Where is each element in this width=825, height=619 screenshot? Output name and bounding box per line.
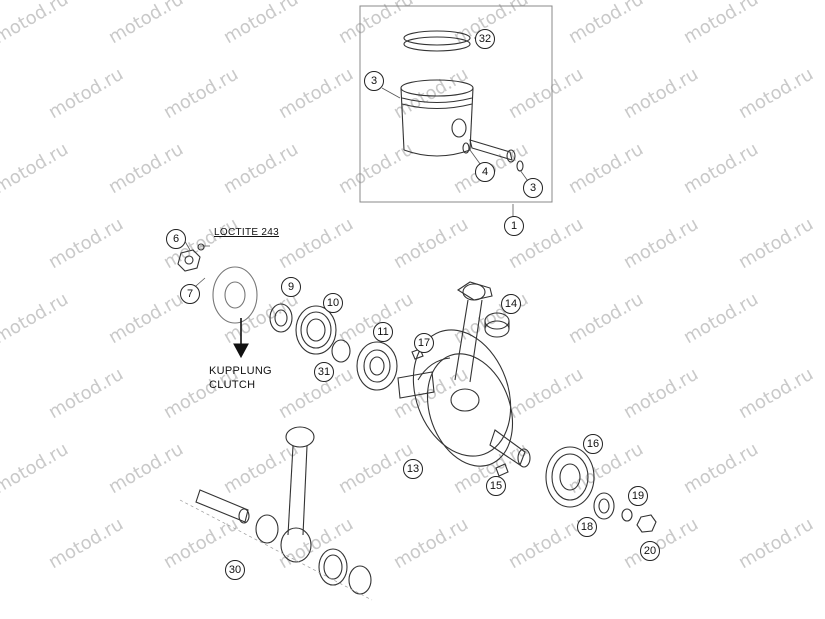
shim-inner <box>274 309 288 327</box>
clutch-arrow <box>233 318 249 359</box>
callout-15: 15 <box>486 476 506 496</box>
callout-6: 6 <box>166 229 186 249</box>
needle-bearing <box>484 312 510 338</box>
callout-4: 4 <box>475 162 495 182</box>
callout-10: 10 <box>323 293 343 313</box>
callout-11: 11 <box>373 322 393 342</box>
callout-7: 7 <box>180 284 200 304</box>
callout-9: 9 <box>281 277 301 297</box>
callout-17: 17 <box>414 333 434 353</box>
woodruff-key-right <box>495 463 509 477</box>
callout-20: 20 <box>640 541 660 561</box>
circlip <box>462 142 470 154</box>
callout-3: 3 <box>364 71 384 91</box>
callout-30: 30 <box>225 560 245 580</box>
circlip <box>516 160 524 172</box>
o-ring <box>331 339 351 363</box>
crankshaft <box>397 281 531 468</box>
piston-ring <box>403 30 471 52</box>
kupplung-label: KUPPLUNG <box>209 365 272 377</box>
primary-gear <box>212 266 258 324</box>
main-bearing-right <box>545 446 595 508</box>
callout-3: 3 <box>523 178 543 198</box>
piston-kit-frame <box>359 5 553 203</box>
callout-14: 14 <box>501 294 521 314</box>
crank-nut <box>177 249 201 272</box>
washer-19 <box>621 508 633 522</box>
piston-pin <box>469 139 516 163</box>
loctite-label: LOCTITE 243 <box>214 227 279 238</box>
main-bearing-left <box>295 305 337 355</box>
clutch-label: CLUTCH <box>209 379 256 391</box>
piston <box>400 79 474 157</box>
callout-19: 19 <box>628 486 648 506</box>
nut-20 <box>636 514 657 533</box>
callout-1: 1 <box>504 216 524 236</box>
callout-16: 16 <box>583 434 603 454</box>
callout-31: 31 <box>314 362 334 382</box>
callout-13: 13 <box>403 459 423 479</box>
callout-18: 18 <box>577 517 597 537</box>
conrod-kit <box>179 426 373 601</box>
shim <box>269 303 293 333</box>
callout-32: 32 <box>475 29 495 49</box>
bearing-11 <box>356 341 398 391</box>
loctite-washer <box>197 243 205 251</box>
shim-right-inner <box>598 498 610 514</box>
shim-right <box>593 492 615 520</box>
